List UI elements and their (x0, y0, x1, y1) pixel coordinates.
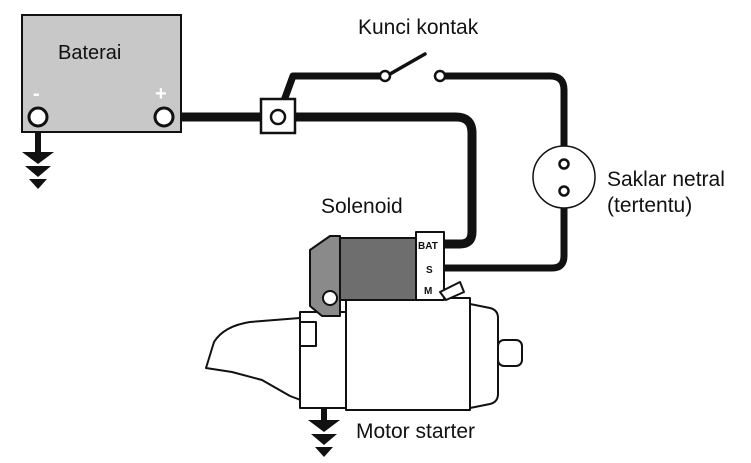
neutral-switch-label-line1: Saklar netral (607, 168, 725, 191)
solenoid-terminals: BAT S M (418, 241, 438, 297)
battery-label: Baterai (58, 42, 121, 64)
battery-body (21, 14, 182, 133)
ignition-key-label: Kunci kontak (358, 16, 479, 39)
solenoid-body (331, 237, 417, 301)
rear-cover (469, 303, 499, 409)
solenoid-label: Solenoid (321, 195, 403, 218)
neutral-switch-label-line2: (tertentu) (607, 194, 692, 217)
terminal-s-label: S (426, 265, 433, 276)
battery-negative-terminal (27, 106, 49, 128)
battery-positive-sign: + (155, 83, 167, 105)
shaft-end (497, 339, 523, 367)
wire-junction-to-solenoid (273, 112, 477, 249)
drive-housing (205, 317, 311, 403)
starter-motor (205, 231, 523, 411)
battery: Baterai - + (21, 14, 182, 133)
junction-block (259, 97, 297, 135)
key-contact-right (433, 69, 447, 83)
battery-positive-terminal (153, 106, 175, 128)
neutral-switch-body (532, 145, 596, 209)
wire-key-to-neutral-switch (436, 72, 568, 164)
ground-icon (22, 152, 54, 189)
key-contact-left (378, 69, 392, 83)
wire-neutral-switch-to-solenoid (436, 190, 568, 272)
terminal-bat-label: BAT (418, 241, 438, 252)
neutral-switch: Saklar netral (tertentu) (532, 145, 725, 217)
ground-icon (308, 420, 340, 457)
motor-yoke (345, 297, 471, 411)
terminal-link (439, 281, 465, 301)
mounting-lug (299, 321, 317, 347)
solenoid-end-cap (415, 231, 445, 301)
terminal-m-label: M (424, 286, 432, 297)
battery-negative-sign: - (33, 83, 40, 105)
key-switch-lever (388, 52, 427, 76)
ignition-key-switch: Kunci kontak (358, 16, 479, 83)
solenoid-pivot (322, 290, 338, 306)
motor-starter-label: Motor starter (356, 420, 475, 443)
